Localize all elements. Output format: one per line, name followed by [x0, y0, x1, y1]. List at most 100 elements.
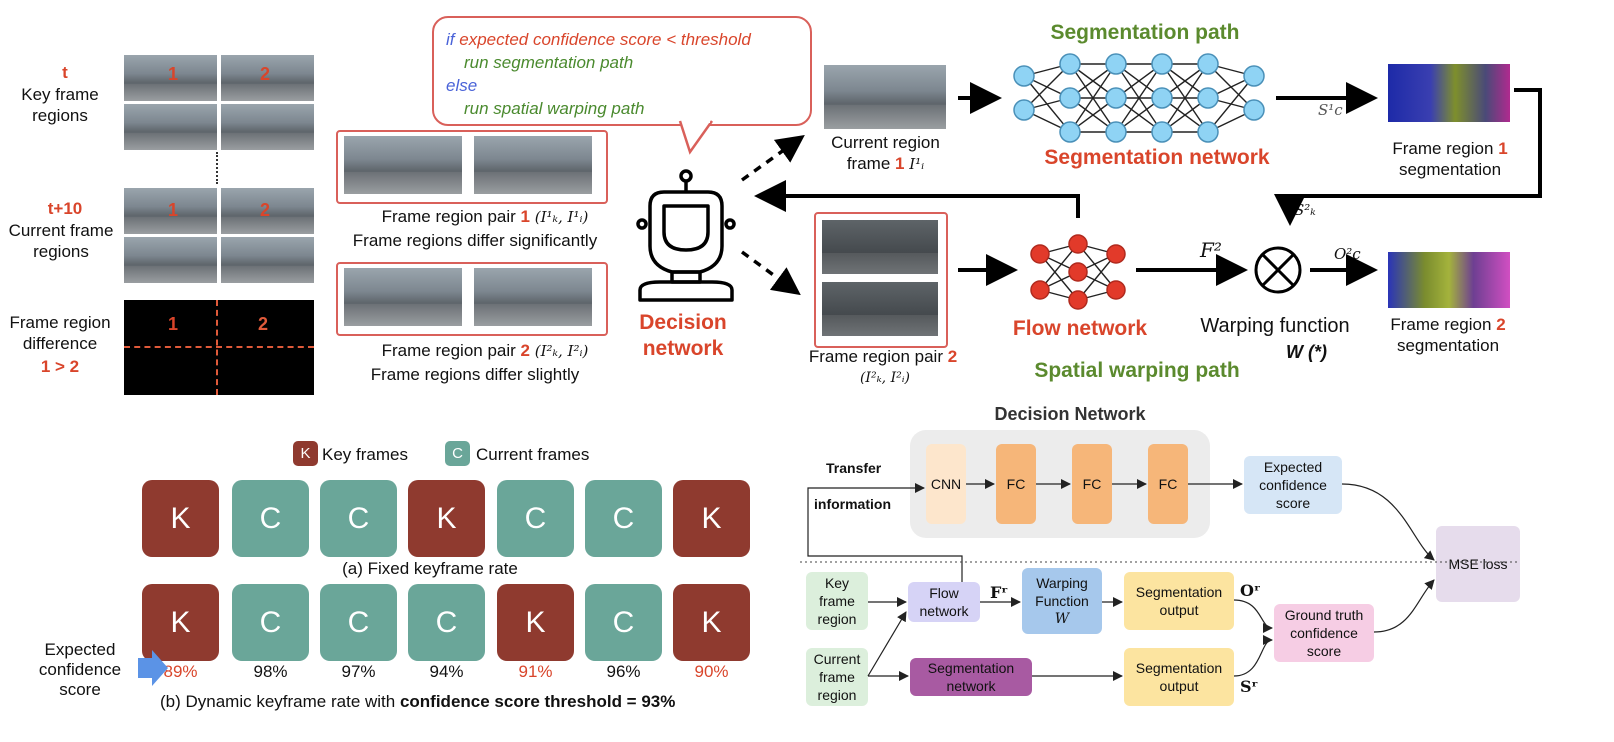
pair-1-current-photo: [474, 136, 592, 194]
rule-else-keyword: else: [446, 76, 478, 95]
flow-network-node: [1106, 244, 1126, 264]
warping-function-symbol: W (*): [1286, 342, 1327, 362]
transfer-label: Transfer: [826, 460, 882, 476]
fixed-tile-2: C: [232, 480, 309, 557]
warping-function-box-symbol: W: [1054, 611, 1070, 627]
flow-pair-2-current-photo: [822, 282, 938, 336]
confidence-score-4: 94%: [429, 662, 464, 681]
flow-network-edge: [1039, 243, 1079, 291]
legend-current-label: Current frames: [476, 445, 590, 464]
segmentation-path-title: Segmentation path: [1050, 21, 1240, 44]
fixed-tile-3: C: [320, 480, 397, 557]
key-region-1-label: 1: [168, 64, 179, 84]
current-region-math: I¹ᵢ: [909, 155, 925, 173]
segmentation-network-node: [1105, 87, 1127, 109]
segmentation-network-node: [1013, 99, 1035, 121]
decision-network-label-line1: Decision: [639, 311, 727, 334]
confidence-score-1: 89%: [163, 662, 198, 681]
cnn-block: CNN: [926, 444, 966, 524]
difference-relation: 1 > 2: [40, 357, 80, 376]
legend-key-label: Key frames: [322, 445, 408, 464]
dynamic-tile-7: K: [673, 584, 750, 661]
difference-region-2-label: 2: [258, 314, 269, 334]
flow-network-graph: [1030, 234, 1126, 310]
confidence-score-3: 97%: [341, 662, 376, 681]
s-c1-label: S¹c: [1318, 101, 1343, 119]
rule-condition: expected confidence score < threshold: [459, 30, 751, 49]
segmentation-network-node: [1059, 53, 1081, 75]
segmentation-network-label: Segmentation network: [1044, 146, 1270, 169]
confidence-score-6: 96%: [606, 662, 641, 681]
segmentation-network-graph: [1013, 53, 1265, 143]
or-label: Oʳ: [1240, 581, 1261, 600]
current-region-2-label: 2: [260, 200, 271, 220]
mse-loss-box: MSE loss: [1436, 526, 1520, 602]
segmentation-network-node: [1197, 87, 1219, 109]
frame-region-difference-label: Frame region difference: [9, 313, 111, 353]
segmentation-output-box-1: Segmentation output: [1124, 572, 1234, 630]
segmentation-network-node: [1243, 99, 1265, 121]
caption-dynamic-rate: (b) Dynamic keyframe rate with confidenc…: [160, 691, 760, 712]
pair-2-math: (I²ₖ, I²ᵢ): [534, 342, 589, 360]
frame-region-pair-1-box: [336, 130, 608, 204]
segmentation-output-box-2: Segmentation output: [1124, 648, 1234, 706]
current-frame-regions-label: Current frame regions: [8, 221, 114, 261]
segmentation-network-edge: [1115, 63, 1163, 133]
fixed-tile-6: C: [585, 480, 662, 557]
fc-block-2: FC: [1072, 444, 1112, 524]
flow-network-node: [1030, 280, 1050, 300]
segmentation-network-node: [1197, 121, 1219, 143]
current-region-number: 1: [895, 154, 905, 173]
segmentation-network-edge: [1207, 75, 1255, 133]
decision-network-label: Decision network: [628, 310, 738, 362]
confidence-score-2: 98%: [253, 662, 288, 681]
pair-1-math: (I¹ₖ, I¹ᵢ): [534, 208, 589, 226]
frame-region-1-caption: Frame region 1 segmentation: [1370, 138, 1530, 180]
pair-1-number: 1: [520, 207, 531, 226]
time-t10-label: t+10: [47, 199, 83, 218]
dynamic-tile-5: K: [497, 584, 574, 661]
decision-network-title: Decision Network: [994, 404, 1146, 424]
decision-network-label-line2: network: [642, 337, 724, 360]
caption-fixed-rate: (a) Fixed keyframe rate: [342, 559, 518, 578]
current-region-line1: Current region: [831, 133, 940, 152]
difference-horizontal-split: [124, 346, 314, 348]
fixed-tile-7: K: [673, 480, 750, 557]
current-frame-region-photo-1: [124, 188, 217, 234]
pair-2-key-photo: [344, 268, 462, 326]
dynamic-tile-6: C: [585, 584, 662, 661]
warping-operator-icon: [1254, 246, 1302, 294]
fixed-tile-5: C: [497, 480, 574, 557]
rule-else-action: run spatial warping path: [464, 99, 645, 118]
expected-confidence-box: Expected confidence score: [1244, 456, 1342, 514]
information-label: information: [814, 496, 891, 512]
arrow-seg1-to-warp: [1274, 88, 1542, 226]
expected-line1: Expected: [44, 640, 116, 659]
flow-network-label: Flow network: [1012, 317, 1148, 340]
key-frame-region-photo-1: [124, 55, 217, 101]
sr-label: Sʳ: [1240, 677, 1259, 696]
pair-2-description: Frame regions differ slightly: [370, 365, 580, 384]
caption-dynamic-prefix: (b) Dynamic keyframe rate with: [160, 692, 400, 711]
expected-line2: confidence: [38, 660, 122, 679]
flow-network-edge: [1077, 243, 1117, 291]
segmentation-network-node: [1197, 53, 1219, 75]
warping-function-label: Warping function: [1200, 315, 1350, 337]
arrow-flow-to-decision: [754, 180, 1080, 218]
fr-label: Fʳ: [990, 583, 1008, 602]
expected-confidence-label: Expected confidence score: [20, 640, 140, 700]
fc-block-1: FC: [996, 444, 1036, 524]
dynamic-tile-1: K: [142, 584, 219, 661]
flow-network-node: [1030, 244, 1050, 264]
rule-then-action: run segmentation path: [464, 53, 634, 72]
frame-region-2-number: 2: [1496, 315, 1506, 334]
key-frame-region-photo-2: [221, 55, 314, 101]
dynamic-tile-4: C: [408, 584, 485, 661]
current-region-line2: frame: [846, 154, 891, 173]
confidence-score-7: 90%: [694, 662, 729, 681]
flow-pair-2-number: 2: [947, 347, 958, 366]
flow-pair-2-caption: Frame region pair 2: [788, 346, 978, 367]
key-frame-region-photo-4: [221, 104, 314, 150]
difference-region-1-label: 1: [168, 314, 179, 334]
